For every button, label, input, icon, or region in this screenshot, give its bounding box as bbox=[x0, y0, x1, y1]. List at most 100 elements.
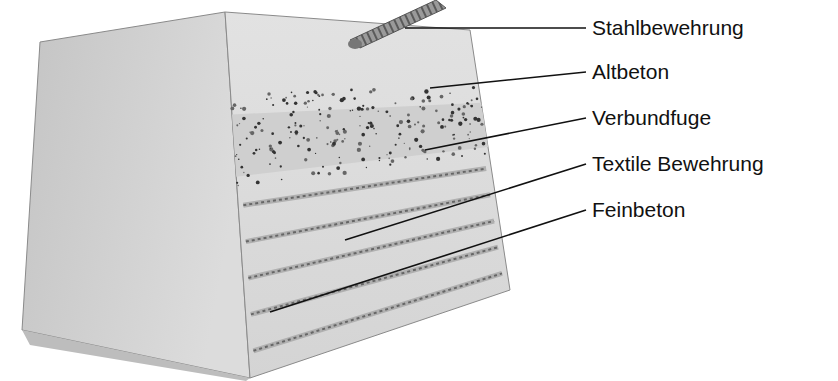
aggregate-speck bbox=[317, 94, 319, 96]
aggregate-speck bbox=[299, 124, 302, 127]
aggregate-speck bbox=[481, 107, 482, 108]
aggregate-speck bbox=[289, 137, 291, 139]
aggregate-speck bbox=[254, 126, 257, 129]
aggregate-speck bbox=[471, 99, 473, 101]
aggregate-speck bbox=[389, 115, 390, 116]
aggregate-speck bbox=[442, 150, 444, 152]
textile-layer bbox=[251, 247, 498, 314]
aggregate-speck bbox=[388, 158, 390, 160]
steel-rebar bbox=[350, 0, 446, 48]
aggregate-speck bbox=[475, 144, 477, 146]
aggregate-speck bbox=[361, 133, 365, 137]
aggregate-speck bbox=[294, 124, 296, 126]
aggregate-speck bbox=[328, 107, 331, 110]
aggregate-speck bbox=[385, 110, 388, 113]
aggregate-speck bbox=[321, 94, 324, 97]
aggregate-speck bbox=[343, 171, 347, 175]
aggregate-speck bbox=[285, 97, 287, 99]
aggregate-speck bbox=[378, 157, 380, 159]
aggregate-speck bbox=[304, 102, 307, 105]
aggregate-speck bbox=[419, 145, 422, 148]
aggregate-speck bbox=[366, 107, 369, 110]
aggregate-speck bbox=[453, 134, 455, 136]
aggregate-speck bbox=[286, 102, 289, 105]
aggregate-speck bbox=[440, 125, 444, 129]
textile-layer bbox=[253, 273, 502, 350]
aggregate-speck bbox=[469, 131, 470, 132]
part-label: Verbundfuge bbox=[592, 106, 711, 129]
aggregate-speck bbox=[294, 122, 296, 124]
aggregate-speck bbox=[386, 154, 387, 155]
aggregate-speck bbox=[266, 98, 268, 100]
aggregate-speck bbox=[414, 138, 418, 142]
aggregate-speck bbox=[350, 110, 351, 111]
aggregate-speck bbox=[451, 111, 455, 115]
aggregate-speck bbox=[259, 149, 260, 150]
aggregate-speck bbox=[278, 141, 282, 145]
aggregate-speck bbox=[239, 123, 240, 124]
aggregate-speck bbox=[448, 119, 451, 122]
aggregate-speck bbox=[451, 152, 455, 156]
aggregate-speck bbox=[280, 165, 282, 167]
aggregate-speck bbox=[422, 124, 425, 127]
aggregate-speck bbox=[304, 158, 307, 161]
textile-strand bbox=[246, 195, 490, 242]
textile-strand bbox=[253, 273, 502, 350]
aggregate-speck bbox=[450, 114, 454, 118]
aggregate-speck bbox=[472, 86, 475, 89]
aggregate-speck bbox=[315, 153, 316, 154]
aggregate-speck bbox=[240, 107, 241, 108]
aggregate-speck bbox=[395, 144, 397, 146]
part-label: Stahlbewehrung bbox=[592, 16, 744, 39]
aggregate-speck bbox=[339, 162, 341, 164]
rebar-end bbox=[348, 39, 362, 49]
aggregate-speck bbox=[269, 163, 271, 165]
aggregate-speck bbox=[311, 171, 315, 175]
aggregate-speck bbox=[291, 92, 293, 94]
aggregate-speck bbox=[469, 138, 470, 139]
aggregate-speck bbox=[366, 167, 367, 168]
aggregate-speck bbox=[281, 179, 283, 181]
aggregate-speck bbox=[391, 159, 395, 163]
aggregate-speck bbox=[377, 110, 379, 112]
aggregate-speck bbox=[242, 117, 246, 121]
aggregate-speck bbox=[233, 103, 237, 107]
aggregate-speck bbox=[428, 99, 431, 102]
aggregate-speck bbox=[357, 106, 361, 110]
aggregate-speck bbox=[399, 120, 403, 124]
bottom-face bbox=[22, 330, 250, 381]
aggregate-speck bbox=[389, 152, 392, 155]
aggregate-speck bbox=[327, 114, 331, 118]
aggregate-speck bbox=[444, 126, 446, 128]
aggregate-speck bbox=[288, 126, 290, 128]
aggregate-speck bbox=[306, 91, 309, 94]
aggregate-speck bbox=[303, 125, 304, 126]
aggregate-speck bbox=[463, 105, 466, 108]
aggregate-speck bbox=[350, 89, 353, 92]
aggregate-speck bbox=[303, 137, 305, 139]
aggregate-speck bbox=[236, 182, 238, 184]
aggregate-speck bbox=[411, 96, 415, 100]
aggregate-speck bbox=[353, 97, 356, 100]
aggregate-speck bbox=[379, 160, 380, 161]
aggregate-speck bbox=[341, 140, 344, 143]
aggregate-speck bbox=[267, 92, 270, 95]
aggregate-speck bbox=[369, 146, 371, 148]
aggregate-speck bbox=[369, 90, 372, 93]
aggregate-speck bbox=[326, 143, 328, 145]
aggregate-speck bbox=[343, 128, 345, 130]
aggregate-speck bbox=[272, 104, 274, 106]
aggregate-speck bbox=[398, 137, 400, 139]
aggregate-speck bbox=[427, 95, 431, 99]
aggregate-speck bbox=[464, 118, 467, 121]
aggregate-speck bbox=[372, 88, 376, 92]
aggregate-speck bbox=[414, 123, 416, 125]
part-label: Textile Bewehrung bbox=[592, 152, 764, 175]
textile-strand bbox=[243, 169, 486, 206]
leader-line bbox=[345, 164, 586, 240]
aggregate-speck bbox=[282, 98, 286, 102]
aggregate-speck bbox=[357, 148, 361, 152]
aggregate-speck bbox=[375, 133, 377, 135]
aggregate-speck bbox=[269, 144, 272, 147]
